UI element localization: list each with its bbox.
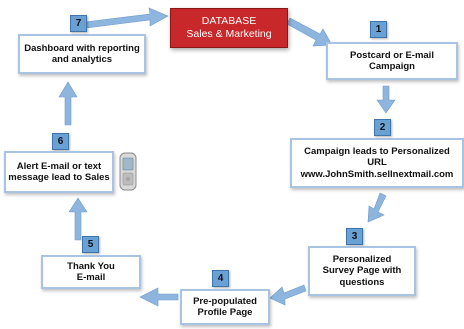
- step-5-box: Thank You E-mail: [41, 255, 141, 289]
- step-3-badge: 3: [346, 228, 363, 245]
- step-1-box: Postcard or E-mail Campaign: [326, 42, 458, 80]
- step-5-badge: 5: [82, 236, 99, 253]
- step-4-box: Pre-populated Profile Page: [180, 289, 270, 325]
- step-2-badge: 2: [374, 119, 391, 136]
- step-1-badge: 1: [370, 21, 387, 38]
- step-4-badge: 4: [212, 270, 229, 287]
- arrow-2-to-3: [367, 192, 387, 223]
- step-7-badge: 7: [70, 15, 87, 32]
- database-subtitle: Sales & Marketing: [186, 28, 272, 40]
- step-7-box: Dashboard with reporting and analytics: [18, 34, 146, 74]
- arrow-5-to-6: [68, 197, 88, 241]
- mobile-phone-icon: [119, 152, 137, 191]
- step-6-box: Alert E-mail or text message lead to Sal…: [4, 151, 114, 193]
- step-3-box: Personalized Survey Page with questions: [308, 246, 416, 296]
- step-6-badge: 6: [52, 133, 69, 150]
- arrow-6-to-7: [58, 81, 78, 126]
- arrow-7-to-database: [84, 7, 169, 29]
- arrow-database-to-1: [286, 17, 333, 47]
- database-title: DATABASE: [201, 14, 257, 27]
- arrow-4-to-5: [139, 287, 179, 307]
- arrow-3-to-4: [269, 284, 307, 306]
- database-box: DATABASE Sales & Marketing: [170, 8, 288, 48]
- arrow-1-to-2: [376, 85, 396, 114]
- step-2-box: Campaign leads to Personalized URL www.J…: [290, 138, 464, 188]
